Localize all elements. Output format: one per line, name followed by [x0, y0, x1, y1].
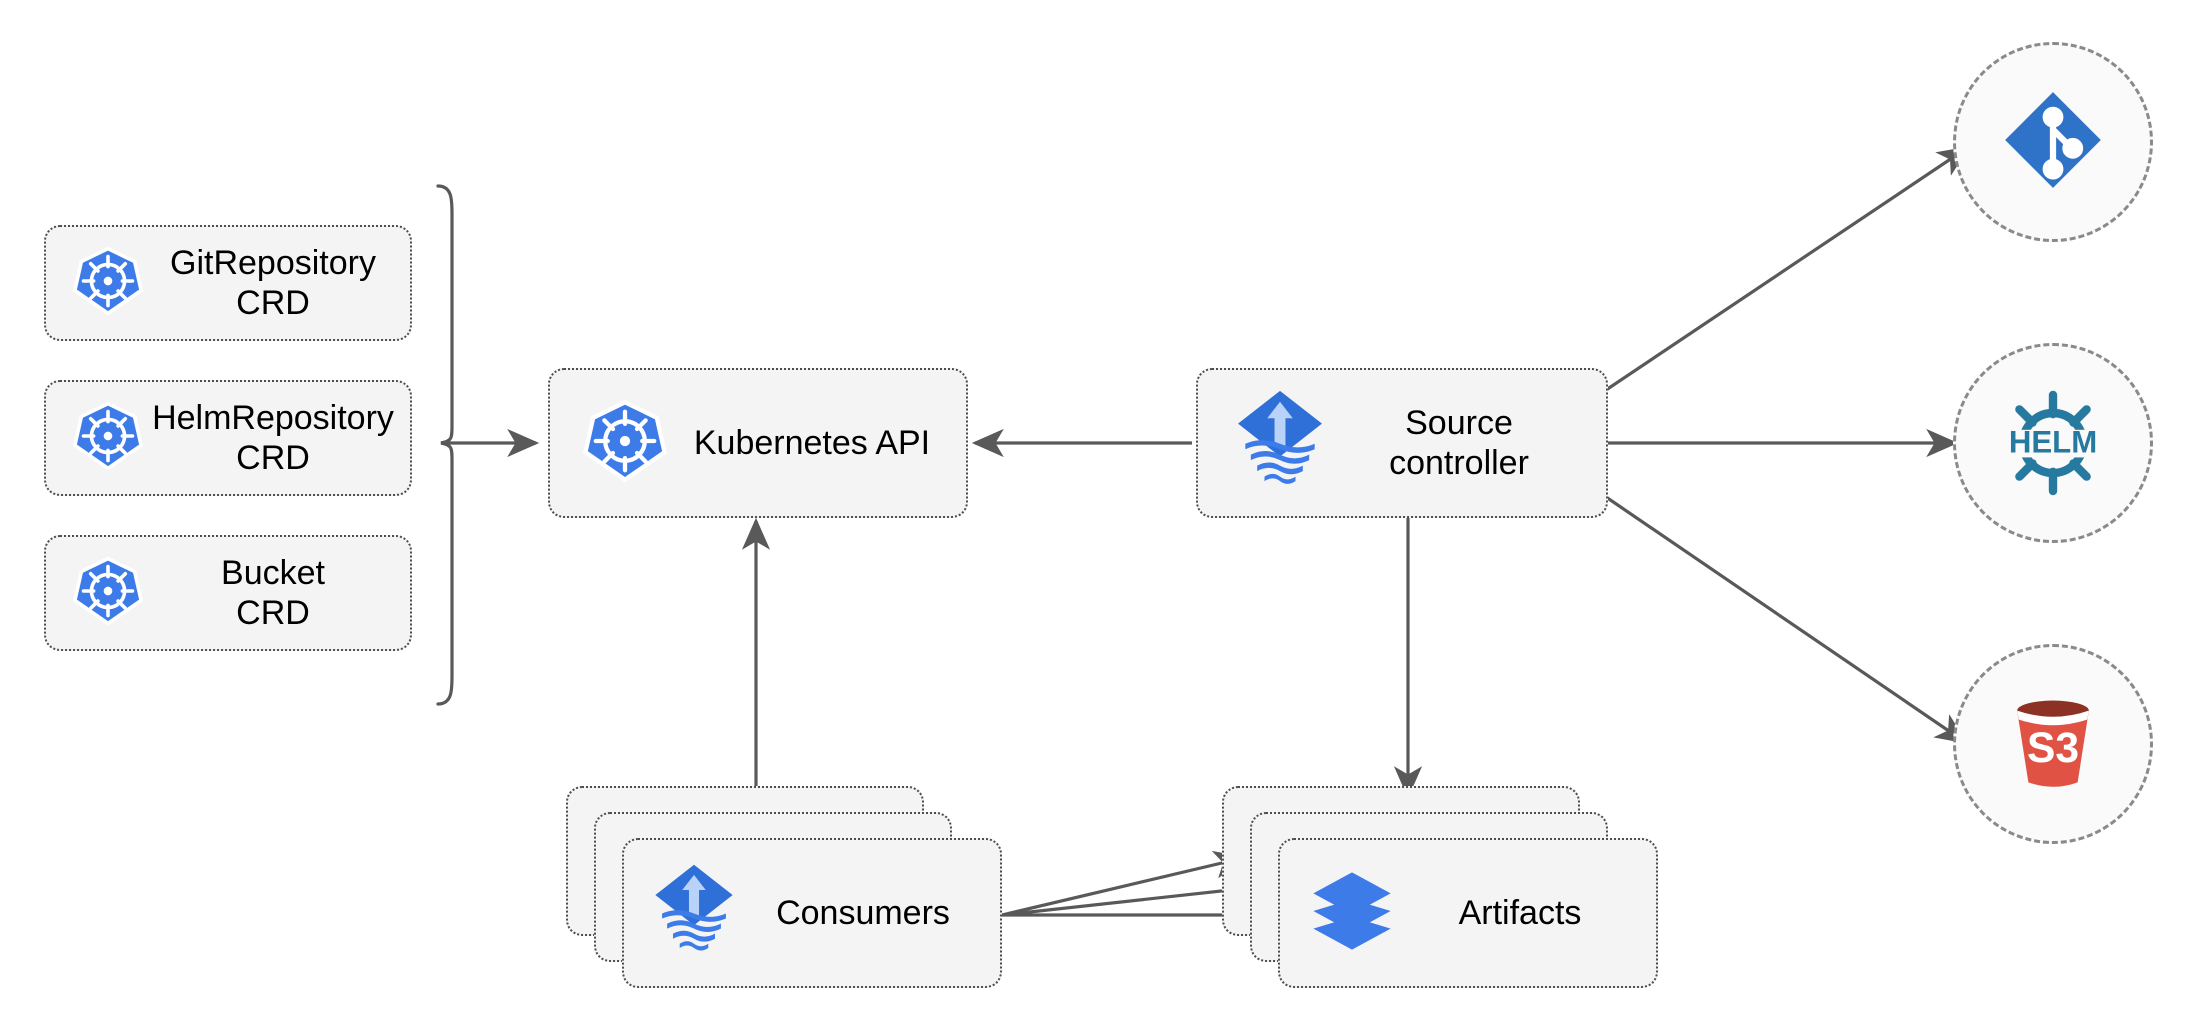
kubernetes-icon — [582, 398, 668, 489]
consumers-label: Consumers — [776, 893, 950, 932]
crd-card-label: HelmRepository CRD — [152, 398, 394, 477]
flux-icon — [652, 863, 736, 964]
crd-brace — [436, 184, 454, 706]
artifacts-node[interactable]: Artifacts — [1278, 838, 1658, 988]
crd-card-helmrepository[interactable]: HelmRepository CRD — [44, 380, 412, 496]
flux-icon — [1234, 389, 1326, 498]
crd-card-gitrepository[interactable]: GitRepository CRD — [44, 225, 412, 341]
kubernetes-api-label: Kubernetes API — [693, 423, 931, 462]
edge-consumers-to-artifacts-1 — [1001, 850, 1247, 917]
kubernetes-icon — [72, 555, 144, 632]
layers-icon — [1310, 869, 1394, 958]
helm-icon: HELM — [1993, 383, 2113, 503]
s3-icon: S3 — [1997, 686, 2109, 803]
kubernetes-api-node[interactable]: Kubernetes API — [548, 368, 968, 518]
edge-source-to-git — [1605, 146, 1970, 392]
s3-label: S3 — [2027, 724, 2079, 772]
source-controller-label: Source controller — [1389, 403, 1529, 482]
git-source-circle[interactable] — [1953, 42, 2153, 242]
edge-source-to-s3 — [1605, 495, 1968, 744]
crd-card-label: Bucket CRD — [221, 553, 325, 632]
kubernetes-icon — [72, 245, 144, 322]
source-controller-node[interactable]: Source controller — [1196, 368, 1608, 518]
helm-label: HELM — [2009, 425, 2097, 460]
consumers-node[interactable]: Consumers — [622, 838, 1002, 988]
artifacts-label: Artifacts — [1458, 893, 1582, 932]
s3-source-circle[interactable]: S3 — [1953, 644, 2153, 844]
kubernetes-icon — [72, 400, 144, 477]
crd-card-label: GitRepository CRD — [170, 243, 376, 322]
git-icon — [2001, 88, 2105, 197]
helm-source-circle[interactable]: HELM — [1953, 343, 2153, 543]
crd-card-bucket[interactable]: Bucket CRD — [44, 535, 412, 651]
